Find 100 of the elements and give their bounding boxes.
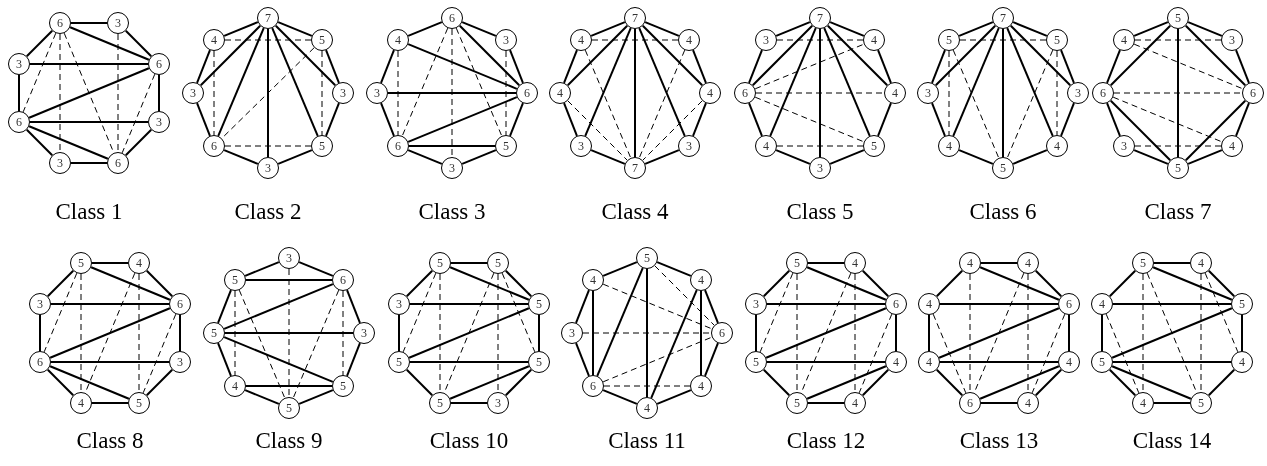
dashed-edge — [952, 49, 1000, 159]
graph-edge — [223, 21, 259, 37]
graph-edge — [509, 102, 524, 137]
graph-edge — [656, 389, 692, 405]
graph-caption: Class 1 — [54, 200, 124, 223]
dashed-edge — [959, 39, 1047, 41]
graph-edge — [656, 261, 692, 277]
graph-edge — [450, 262, 488, 264]
dashed-edge — [1200, 273, 1202, 393]
graph-edge — [1060, 102, 1075, 137]
graph-edge — [826, 24, 889, 87]
graph-edge — [1002, 28, 1004, 158]
graph-edge — [765, 307, 887, 359]
graph-caption: Class 10 — [428, 429, 510, 452]
graph-edge — [704, 289, 719, 324]
graph-edge — [980, 402, 1018, 404]
graph-edge — [1153, 402, 1191, 404]
graph-edge — [1111, 365, 1192, 400]
graph-edge — [979, 365, 1060, 400]
graph-edge — [751, 24, 814, 87]
dashed-edge — [948, 50, 950, 136]
graph-edge — [1106, 49, 1121, 84]
graph-edge — [244, 389, 280, 405]
dashed-edge — [121, 73, 156, 154]
graph-edge — [223, 283, 334, 330]
dashed-edge — [138, 273, 140, 393]
dashed-edge — [1031, 313, 1066, 394]
graph-edge — [1009, 24, 1072, 87]
dashed-edge — [117, 33, 119, 153]
graph-edge — [602, 261, 638, 277]
graph-edge — [762, 368, 791, 397]
graph-edge — [450, 402, 488, 404]
graph-edge — [644, 21, 680, 37]
graph-edge — [405, 269, 434, 298]
graph-edge — [409, 303, 529, 305]
graph-edge — [1207, 269, 1236, 298]
graph-edge — [939, 361, 1059, 363]
dashed-edge — [288, 268, 290, 398]
graph-edge — [1177, 28, 1179, 158]
graph-edge — [980, 262, 1018, 264]
graph-edge — [563, 102, 578, 137]
graph-caption: Class 14 — [1131, 429, 1213, 452]
graph-edge — [1112, 361, 1232, 363]
graph-edge — [829, 21, 865, 37]
graph-edge — [28, 67, 150, 119]
dashed-edge — [22, 32, 57, 113]
dashed-edge — [397, 50, 399, 136]
graph-edge — [509, 49, 524, 84]
graph-edge — [700, 290, 702, 376]
graph-edge — [592, 290, 594, 376]
dashed-edge — [1134, 145, 1222, 147]
graph-edge — [1133, 21, 1169, 37]
graph-edge — [877, 102, 892, 137]
graph-edge — [1060, 49, 1075, 84]
dashed-edge — [321, 50, 323, 136]
graph-edge — [1184, 24, 1247, 87]
graph-edge — [50, 361, 170, 363]
graph-edge — [18, 74, 20, 112]
graph-edge — [277, 21, 313, 37]
dashed-edge — [654, 265, 715, 326]
graph-edge — [29, 121, 149, 123]
graph-edge — [91, 402, 129, 404]
graph-edge — [196, 102, 211, 137]
graph-edge — [1034, 269, 1063, 298]
dashed-edge — [638, 49, 686, 159]
graph-edge — [46, 368, 75, 397]
graph-edge — [766, 303, 886, 305]
graph-edge — [179, 314, 181, 352]
graph-edge — [538, 314, 540, 352]
graph-edge — [1133, 149, 1169, 165]
graph-edge — [938, 307, 1060, 359]
graph-edge — [575, 342, 590, 377]
graph-edge — [271, 27, 319, 137]
graph-edge — [124, 128, 153, 157]
graph-edge — [634, 28, 636, 158]
graph-caption: Class 4 — [600, 200, 670, 223]
graph-edge — [928, 314, 930, 352]
graph-edge — [50, 303, 170, 305]
graph-edge — [563, 49, 578, 84]
graph-edge — [461, 21, 497, 37]
graph-edge — [895, 314, 897, 352]
graph-edge — [807, 262, 845, 264]
graph-edge — [274, 24, 337, 87]
dashed-edge — [1142, 273, 1144, 393]
graph-edge — [28, 125, 109, 160]
graph-edge — [1187, 149, 1223, 165]
graph-edge — [46, 269, 75, 298]
dashed-edge — [1056, 50, 1058, 136]
dashed-edge — [43, 272, 78, 353]
dashed-edge — [1105, 313, 1140, 394]
graph-caption: Class 11 — [607, 429, 687, 452]
graph-edge — [217, 27, 265, 137]
graph-edge — [25, 128, 54, 157]
graph-edge — [407, 43, 518, 90]
graph-edge — [762, 269, 791, 298]
graph-edge — [1108, 269, 1137, 298]
graph-edge — [504, 269, 533, 298]
graph-edge — [1112, 303, 1232, 305]
graph-caption: Class 6 — [968, 200, 1038, 223]
dashed-edge — [755, 92, 885, 94]
